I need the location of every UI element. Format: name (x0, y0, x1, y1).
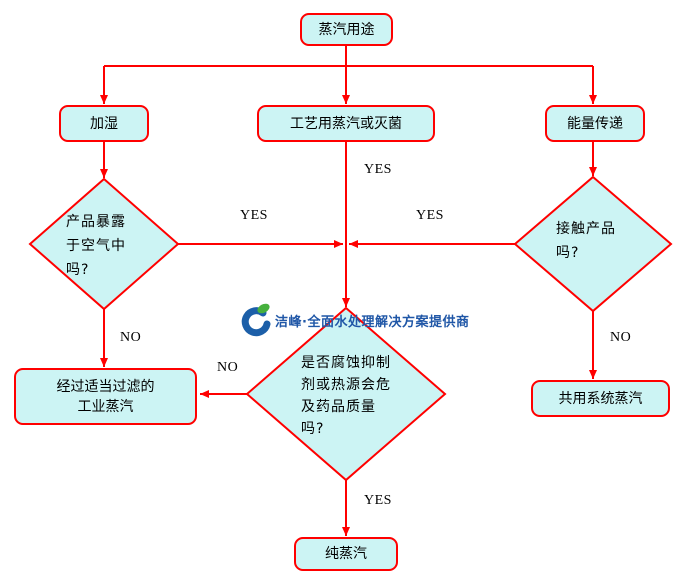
diamond-exposed-line2: 于空气中 (66, 238, 126, 254)
diamond-exposed-line3: 吗? (66, 262, 90, 278)
edge-label-yes-corrosion: YES (364, 493, 392, 508)
node-humidify-label: 加湿 (90, 115, 118, 132)
diamond-exposed-line1: 产品暴露 (66, 214, 126, 230)
node-energy-transfer-label: 能量传递 (567, 115, 623, 132)
edge-label-yes-exposed: YES (240, 208, 268, 223)
diamond-exposed-text: 产品暴露 于空气中 吗? (66, 210, 126, 282)
edge-label-yes-process: YES (364, 162, 392, 177)
node-steam-use-label: 蒸汽用途 (318, 21, 375, 38)
node-humidify: 加湿 (59, 105, 149, 142)
node-process-steam: 工艺用蒸汽或灭菌 (257, 105, 435, 142)
node-filtered-line1: 经过适当过滤的 (56, 378, 155, 395)
node-process-steam-label: 工艺用蒸汽或灭菌 (290, 115, 402, 132)
diamond-corrosion-line4: 吗? (301, 421, 325, 437)
node-filtered-industrial-steam: 经过适当过滤的 工业蒸汽 (14, 368, 197, 425)
node-shared-system-steam: 共用系统蒸汽 (531, 380, 670, 417)
diamond-contact-text: 接触产品 吗? (556, 217, 616, 265)
diamond-contact-line1: 接触产品 (556, 221, 616, 237)
diamond-corrosion-line3: 及药品质量 (301, 399, 376, 415)
diamond-contact (513, 175, 673, 313)
node-energy-transfer: 能量传递 (545, 105, 645, 142)
edge-label-yes-contact: YES (416, 208, 444, 223)
diamond-corrosion-line1: 是否腐蚀抑制 (301, 355, 391, 371)
diamond-exposed (28, 177, 180, 311)
diamond-corrosion (245, 306, 447, 482)
diamond-contact-line2: 吗? (556, 245, 580, 261)
node-steam-use: 蒸汽用途 (300, 13, 393, 46)
node-shared-system-steam-label: 共用系统蒸汽 (558, 390, 643, 407)
edge-label-no-exposed: NO (120, 330, 142, 345)
diamond-corrosion-line2: 剂或热源会危 (301, 377, 391, 393)
jiefeng-logo-icon (241, 303, 271, 337)
node-pure-steam: 纯蒸汽 (294, 537, 398, 571)
node-filtered-line2: 工业蒸汽 (77, 398, 134, 415)
edge-label-no-contact: NO (610, 330, 632, 345)
edge-label-no-corrosion: NO (217, 360, 239, 375)
watermark: 洁峰·全面水处理解决方案提供商 (240, 302, 469, 338)
watermark-text: 洁峰·全面水处理解决方案提供商 (275, 314, 470, 330)
node-pure-steam-label: 纯蒸汽 (325, 546, 367, 562)
diamond-corrosion-text: 是否腐蚀抑制 剂或热源会危 及药品质量 吗? (301, 352, 391, 440)
